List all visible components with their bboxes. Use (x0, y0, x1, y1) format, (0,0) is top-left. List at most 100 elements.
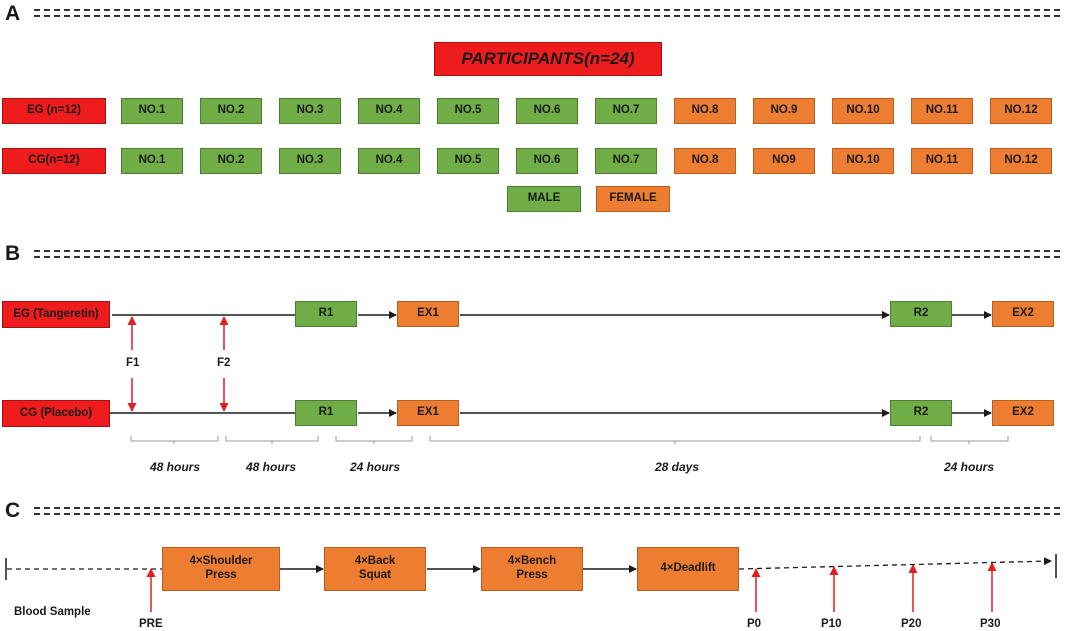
step-back-squat-label: 4×Back Squat (354, 555, 396, 581)
step-back-squat: 4×Back Squat (324, 547, 426, 591)
section-label-b: B (5, 242, 21, 265)
bracket-48h-1 (130, 436, 219, 444)
marker-p0: P0 (747, 618, 762, 630)
cg-participant-box: NO.2 (200, 148, 262, 174)
section-label-a: A (5, 2, 21, 25)
cg-ex2-box: EX2 (992, 400, 1054, 426)
eg-participant-label: NO.8 (691, 104, 719, 117)
eg-participant-box: NO.4 (358, 98, 420, 124)
eg-participant-label: NO.9 (770, 104, 798, 117)
step-bench-press: 4×Bench Press (481, 547, 583, 591)
bracket-24h-1 (335, 436, 413, 444)
marker-p10: P10 (821, 618, 842, 630)
step-shoulder-press-label: 4×Shoulder Press (189, 555, 253, 581)
participants-title: PARTICIPANTS(n=24) (461, 48, 635, 68)
cg-r2-box: R2 (890, 400, 952, 426)
step-shoulder-press: 4×Shoulder Press (162, 547, 280, 591)
cg-participant-label: NO.5 (454, 154, 482, 167)
duration-24h-2: 24 hours (944, 460, 995, 474)
section-divider-a (34, 9, 1060, 17)
cg-participant-label: NO.12 (1004, 154, 1038, 167)
eg-participant-label: NO.11 (925, 104, 959, 117)
eg-r1-box: R1 (295, 301, 357, 327)
eg-participant-label: NO.6 (533, 104, 561, 117)
eg-tangeretin-box: EG (Tangeretin) (2, 301, 110, 328)
eg-participant-box: NO.5 (437, 98, 499, 124)
cg-placebo-box: CG (Placebo) (2, 400, 110, 427)
marker-p20: P20 (901, 618, 922, 630)
cg-participant-box: NO.8 (674, 148, 736, 174)
step-bench-press-label: 4×Bench Press (507, 555, 557, 581)
cg-participant-box: NO.6 (516, 148, 578, 174)
eg-group-label: EG (n=12) (26, 104, 81, 117)
duration-48h-2: 48 hours (246, 460, 297, 474)
blood-sample-label: Blood Sample (14, 606, 91, 618)
cg-participant-label: NO.4 (375, 154, 403, 167)
eg-r1-label: R1 (318, 307, 334, 320)
cg-participant-label: NO.10 (846, 154, 880, 167)
eg-participant-label: NO.2 (217, 104, 245, 117)
step-deadlift-label: 4×Deadlift (660, 562, 716, 575)
eg-ex1-label: EX1 (417, 307, 439, 320)
legend-male-box: MALE (507, 186, 581, 212)
eg-participant-box: NO.10 (832, 98, 894, 124)
eg-ex2-box: EX2 (992, 301, 1054, 327)
eg-participant-box: NO.3 (279, 98, 341, 124)
cg-participant-label: NO.7 (612, 154, 640, 167)
section-divider-c (34, 507, 1060, 515)
marker-pre: PRE (139, 618, 163, 630)
cg-ex1-label: EX1 (417, 406, 439, 419)
eg-participant-label: NO.10 (846, 104, 880, 117)
eg-participant-box: NO.12 (990, 98, 1052, 124)
duration-24h-1: 24 hours (350, 460, 401, 474)
eg-participant-box: NO.9 (753, 98, 815, 124)
section-divider-b (34, 250, 1060, 258)
eg-participant-box: NO.2 (200, 98, 262, 124)
cg-participant-label: NO9 (772, 154, 796, 167)
marker-p30: P30 (980, 618, 1001, 630)
eg-participant-box: NO.11 (911, 98, 973, 124)
eg-participant-label: NO.5 (454, 104, 482, 117)
eg-participant-box: NO.1 (121, 98, 183, 124)
cg-group-label: CG(n=12) (28, 154, 80, 167)
eg-ex2-label: EX2 (1012, 307, 1034, 320)
cg-placebo-label: CG (Placebo) (19, 406, 93, 419)
cg-participant-label: NO.1 (138, 154, 166, 167)
duration-48h-1: 48 hours (150, 460, 201, 474)
cg-participant-box: NO.10 (832, 148, 894, 174)
cg-participant-label: NO.2 (217, 154, 245, 167)
cg-r1-box: R1 (295, 400, 357, 426)
legend-female-label: FEMALE (609, 192, 657, 205)
f2-label: F2 (217, 357, 231, 369)
cg-ex1-box: EX1 (397, 400, 459, 426)
cg-participant-box: NO.12 (990, 148, 1052, 174)
eg-participant-label: NO.3 (296, 104, 324, 117)
eg-participant-label: NO.1 (138, 104, 166, 117)
bracket-48h-2 (225, 436, 319, 444)
cg-participant-box: NO.7 (595, 148, 657, 174)
cg-participant-box: NO.5 (437, 148, 499, 174)
cg-r2-label: R2 (913, 406, 929, 419)
eg-r2-label: R2 (913, 307, 929, 320)
eg-participant-box: NO.7 (595, 98, 657, 124)
eg-group-box: EG (n=12) (2, 98, 106, 124)
cg-participant-label: NO.3 (296, 154, 324, 167)
cg-participant-box: NO.3 (279, 148, 341, 174)
duration-28d: 28 days (655, 460, 700, 474)
bracket-24h-2 (930, 436, 1009, 444)
cg-participant-label: NO.6 (533, 154, 561, 167)
eg-participant-box: NO.6 (516, 98, 578, 124)
cg-participant-box: NO9 (753, 148, 815, 174)
protocol-dashed-end (738, 557, 1052, 570)
eg-participant-label: NO.4 (375, 104, 403, 117)
cg-participant-box: NO.4 (358, 148, 420, 174)
bracket-28d (429, 436, 921, 444)
eg-participant-box: NO.8 (674, 98, 736, 124)
f1-label: F1 (126, 357, 140, 369)
eg-ex1-box: EX1 (397, 301, 459, 327)
section-label-c: C (5, 499, 21, 522)
eg-tangeretin-label: EG (Tangeretin) (13, 307, 99, 320)
eg-r2-box: R2 (890, 301, 952, 327)
cg-participant-box: NO.1 (121, 148, 183, 174)
eg-participant-label: NO.7 (612, 104, 640, 117)
